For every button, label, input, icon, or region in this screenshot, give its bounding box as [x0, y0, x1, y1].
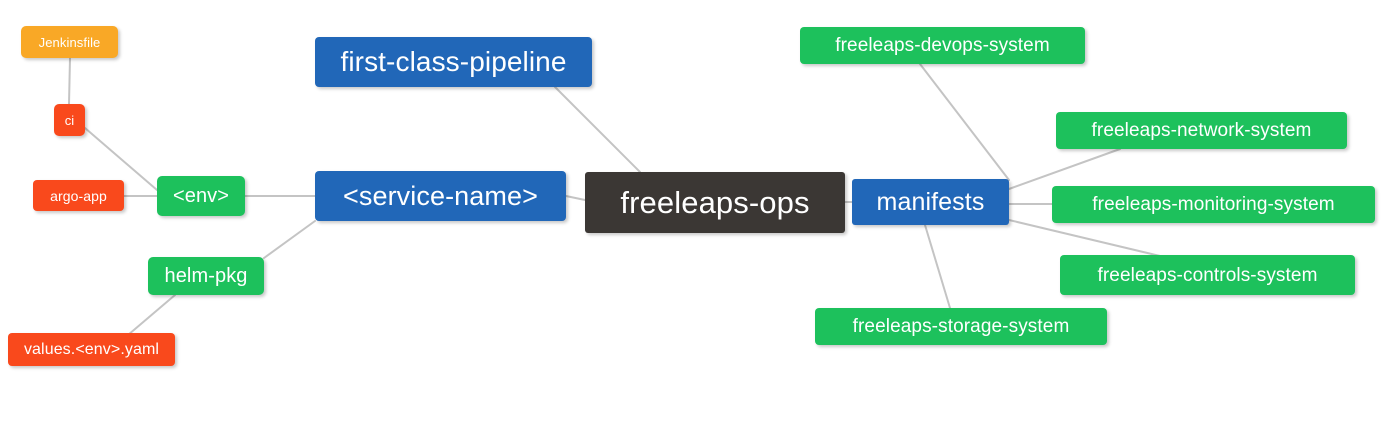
node-label: <service-name>: [343, 180, 538, 211]
node-label: freeleaps-monitoring-system: [1092, 194, 1335, 215]
node-jenkinsfile[interactable]: Jenkinsfile: [21, 26, 118, 58]
node-label: freeleaps-devops-system: [835, 35, 1050, 56]
edge-manifests-to-freeleaps-controls-system: [1008, 219, 1161, 257]
node-label: freeleaps-controls-system: [1097, 264, 1318, 286]
edge-jenkinsfile-to-ci: [68, 57, 71, 105]
edge-manifests-to-freeleaps-network-system: [1008, 148, 1121, 190]
node-first-class-pipeline[interactable]: first-class-pipeline: [315, 37, 592, 87]
node-freeleaps-ops[interactable]: freeleaps-ops: [585, 172, 845, 233]
node-label: Jenkinsfile: [38, 34, 101, 50]
node-label: values.<env>.yaml: [23, 340, 160, 358]
node-ci[interactable]: ci: [54, 104, 85, 136]
node-label: manifests: [876, 187, 985, 216]
node-label: helm-pkg: [164, 265, 248, 287]
node-helm-pkg[interactable]: helm-pkg: [148, 257, 264, 295]
node-label: freeleaps-ops: [620, 185, 810, 220]
node-freeleaps-devops-system[interactable]: freeleaps-devops-system: [800, 27, 1085, 64]
node-freeleaps-monitoring-system[interactable]: freeleaps-monitoring-system: [1052, 186, 1375, 223]
node-label: freeleaps-network-system: [1091, 120, 1312, 141]
node-label: <env>: [172, 185, 230, 207]
node-env[interactable]: <env>: [157, 176, 245, 216]
edge-service-name-to-helm-pkg: [263, 220, 316, 259]
node-label: freeleaps-storage-system: [852, 316, 1070, 337]
node-service-name[interactable]: <service-name>: [315, 171, 566, 221]
node-manifests[interactable]: manifests: [852, 179, 1009, 225]
node-freeleaps-storage-system[interactable]: freeleaps-storage-system: [815, 308, 1107, 345]
node-freeleaps-controls-system[interactable]: freeleaps-controls-system: [1060, 255, 1355, 295]
node-freeleaps-network-system[interactable]: freeleaps-network-system: [1056, 112, 1347, 149]
edge-manifests-to-freeleaps-storage-system: [924, 224, 951, 309]
node-label: ci: [64, 112, 75, 128]
node-label: argo-app: [50, 187, 107, 204]
edge-helm-pkg-to-values-yaml: [127, 294, 176, 336]
edge-first-class-pipeline-to-freeleaps-ops: [554, 86, 641, 173]
edge-manifests-to-freeleaps-devops-system: [919, 63, 1010, 181]
node-label: first-class-pipeline: [340, 46, 567, 77]
edge-service-name-to-freeleaps-ops: [565, 195, 586, 201]
node-argo-app[interactable]: argo-app: [33, 180, 124, 211]
node-values-yaml[interactable]: values.<env>.yaml: [8, 333, 175, 366]
